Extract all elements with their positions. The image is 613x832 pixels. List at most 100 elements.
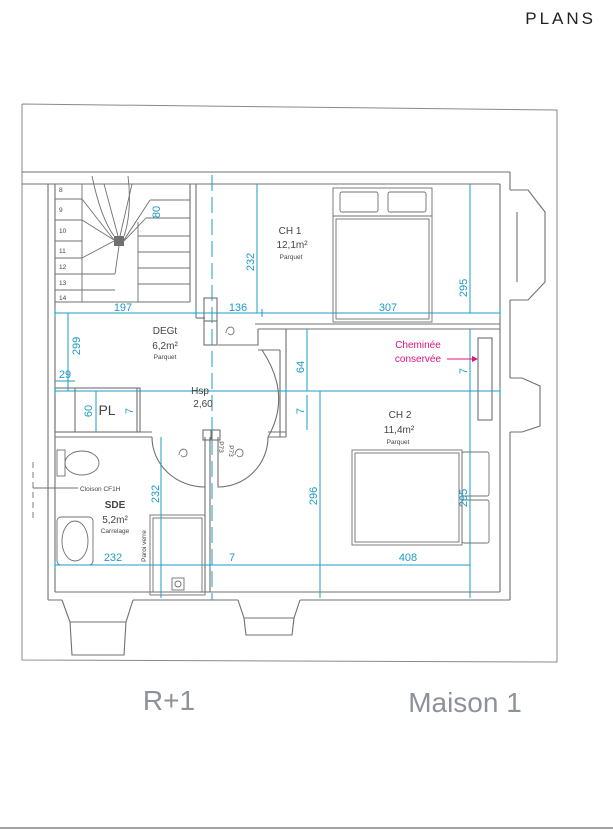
chimney-note-line2: conservée [395,354,442,365]
room-area-sde: 5,2m² [102,515,128,526]
staircase: 8 9 10 11 12 13 14 80 [55,175,190,302]
stair-step-number: 12 [59,264,67,271]
dimension-label: 64 [295,361,307,373]
ch2-bed-mattress [354,452,460,543]
toilet-tank [56,449,66,477]
door-code-left: P73 [217,441,224,453]
ch1-door-handle-icon [225,326,235,336]
ch1-bed [332,187,433,323]
dimension-ticks [54,387,501,395]
dimension-label: 307 [379,302,397,314]
room-labels: CH 1 12,1m² Parquet DEGt 6,2m² Parquet H… [80,226,415,562]
bathtub-basin [61,520,89,562]
ch1-pillow-right [387,191,427,213]
ch1-pillow-left [339,191,379,213]
plans-header: PLANS [525,9,596,28]
stair-step-number: 14 [59,295,67,302]
hall-curved-partition [261,349,280,438]
dimension-label: 29 [59,369,71,381]
cupboard-outline [54,387,141,433]
ceiling-height-value: 2,60 [193,399,213,410]
interior-walls [33,184,500,592]
dimension-label: 232 [150,485,162,503]
dormer-window-bottom-center [237,599,301,636]
dimension-label: 232 [245,253,257,271]
toilet [56,449,100,477]
dimension-ticks [54,561,471,569]
ch2-pillow-bottom [461,499,490,544]
exterior-walls [22,171,546,656]
shower [149,514,206,596]
glass-wall-label: Paroi verre [141,530,148,562]
dimension-label: 295 [458,489,470,507]
dimension-ticks [54,309,501,317]
room-floor-ch1: Parquet [280,254,303,261]
dormer-window-right-middle [510,377,541,433]
dimension-label: 7 [229,552,235,564]
sde-door-handle-icon [178,448,188,458]
bathtub [56,516,94,566]
dimension-label: 295 [458,279,470,297]
stair-handrail-left [91,175,115,237]
stair-step-number: 8 [59,187,63,194]
partition-label: Cloison CF1H [80,486,121,493]
dormer-window-bottom-left [61,599,134,656]
dimension-label: 7 [124,408,136,414]
dormer-window-right-top [510,189,546,301]
stair-left-treads [55,198,115,291]
ch2-hall-wall [268,431,286,438]
stair-step-number: 9 [59,207,63,214]
dimension-label: 136 [229,302,247,314]
stair-right-treads [138,199,190,285]
chimney [477,337,493,421]
shower-tray-inner [152,517,203,593]
ch1-bed-mattress [335,218,430,320]
stair-handrail-right [123,175,130,237]
chimney-note-line1: Cheminée [395,340,441,351]
door-code-right: P73 [227,445,234,457]
dimension-label: 232 [104,552,122,564]
plan-frame [21,103,558,663]
sde-top-wall [55,431,152,438]
door-jamb-right [211,429,221,441]
furniture [56,187,490,596]
shower-drain-icon [174,580,182,588]
stair-width-dimension: 80 [151,206,163,218]
room-name-sde: SDE [105,500,126,511]
toilet-bowl [64,450,100,476]
door-jamb-left [202,429,212,441]
dimension-lines [54,175,501,600]
house-label: Maison 1 [408,687,522,718]
room-area-ch1: 12,1m² [276,240,308,251]
ch2-bed-frame [351,449,463,546]
ch2-door-swing [217,436,269,488]
dimension-label: 299 [71,337,83,355]
floor-level-label: R+1 [143,685,195,716]
dimension-label: 7 [295,408,307,414]
stair-step-number: 13 [59,280,67,287]
room-area-ch2: 11,4m² [384,425,415,436]
dimension-label: 60 [83,405,95,417]
dimension-label: 296 [308,487,320,505]
room-name-ch2: CH 2 [389,410,412,421]
dimension-label: 7 [458,368,470,374]
room-name-ch1: CH 1 [279,226,302,237]
stair-step-number: 11 [59,248,66,255]
shower-drain [171,577,185,591]
room-floor-ch2: Parquet [387,439,410,446]
ceiling-height-label: Hsp [191,386,209,397]
arrow-right-icon [472,356,478,362]
ch2-pillow-top [461,451,490,497]
room-floor-sde: Carrelage [101,528,130,535]
door-marks [178,326,244,458]
ch2-bed [351,449,490,546]
ch2-door-handle-icon [234,448,244,458]
sde-door-swing [151,436,206,488]
room-name-degt: DEGt [153,326,178,337]
stair-step-number: 10 [59,228,67,235]
stair-winders [81,183,151,275]
dimension-label: 408 [399,552,417,564]
shower-tray-outer [149,514,206,596]
dimension-values: 197 136 307 232 295 299 29 64 7 60 7 7 2… [59,253,470,564]
